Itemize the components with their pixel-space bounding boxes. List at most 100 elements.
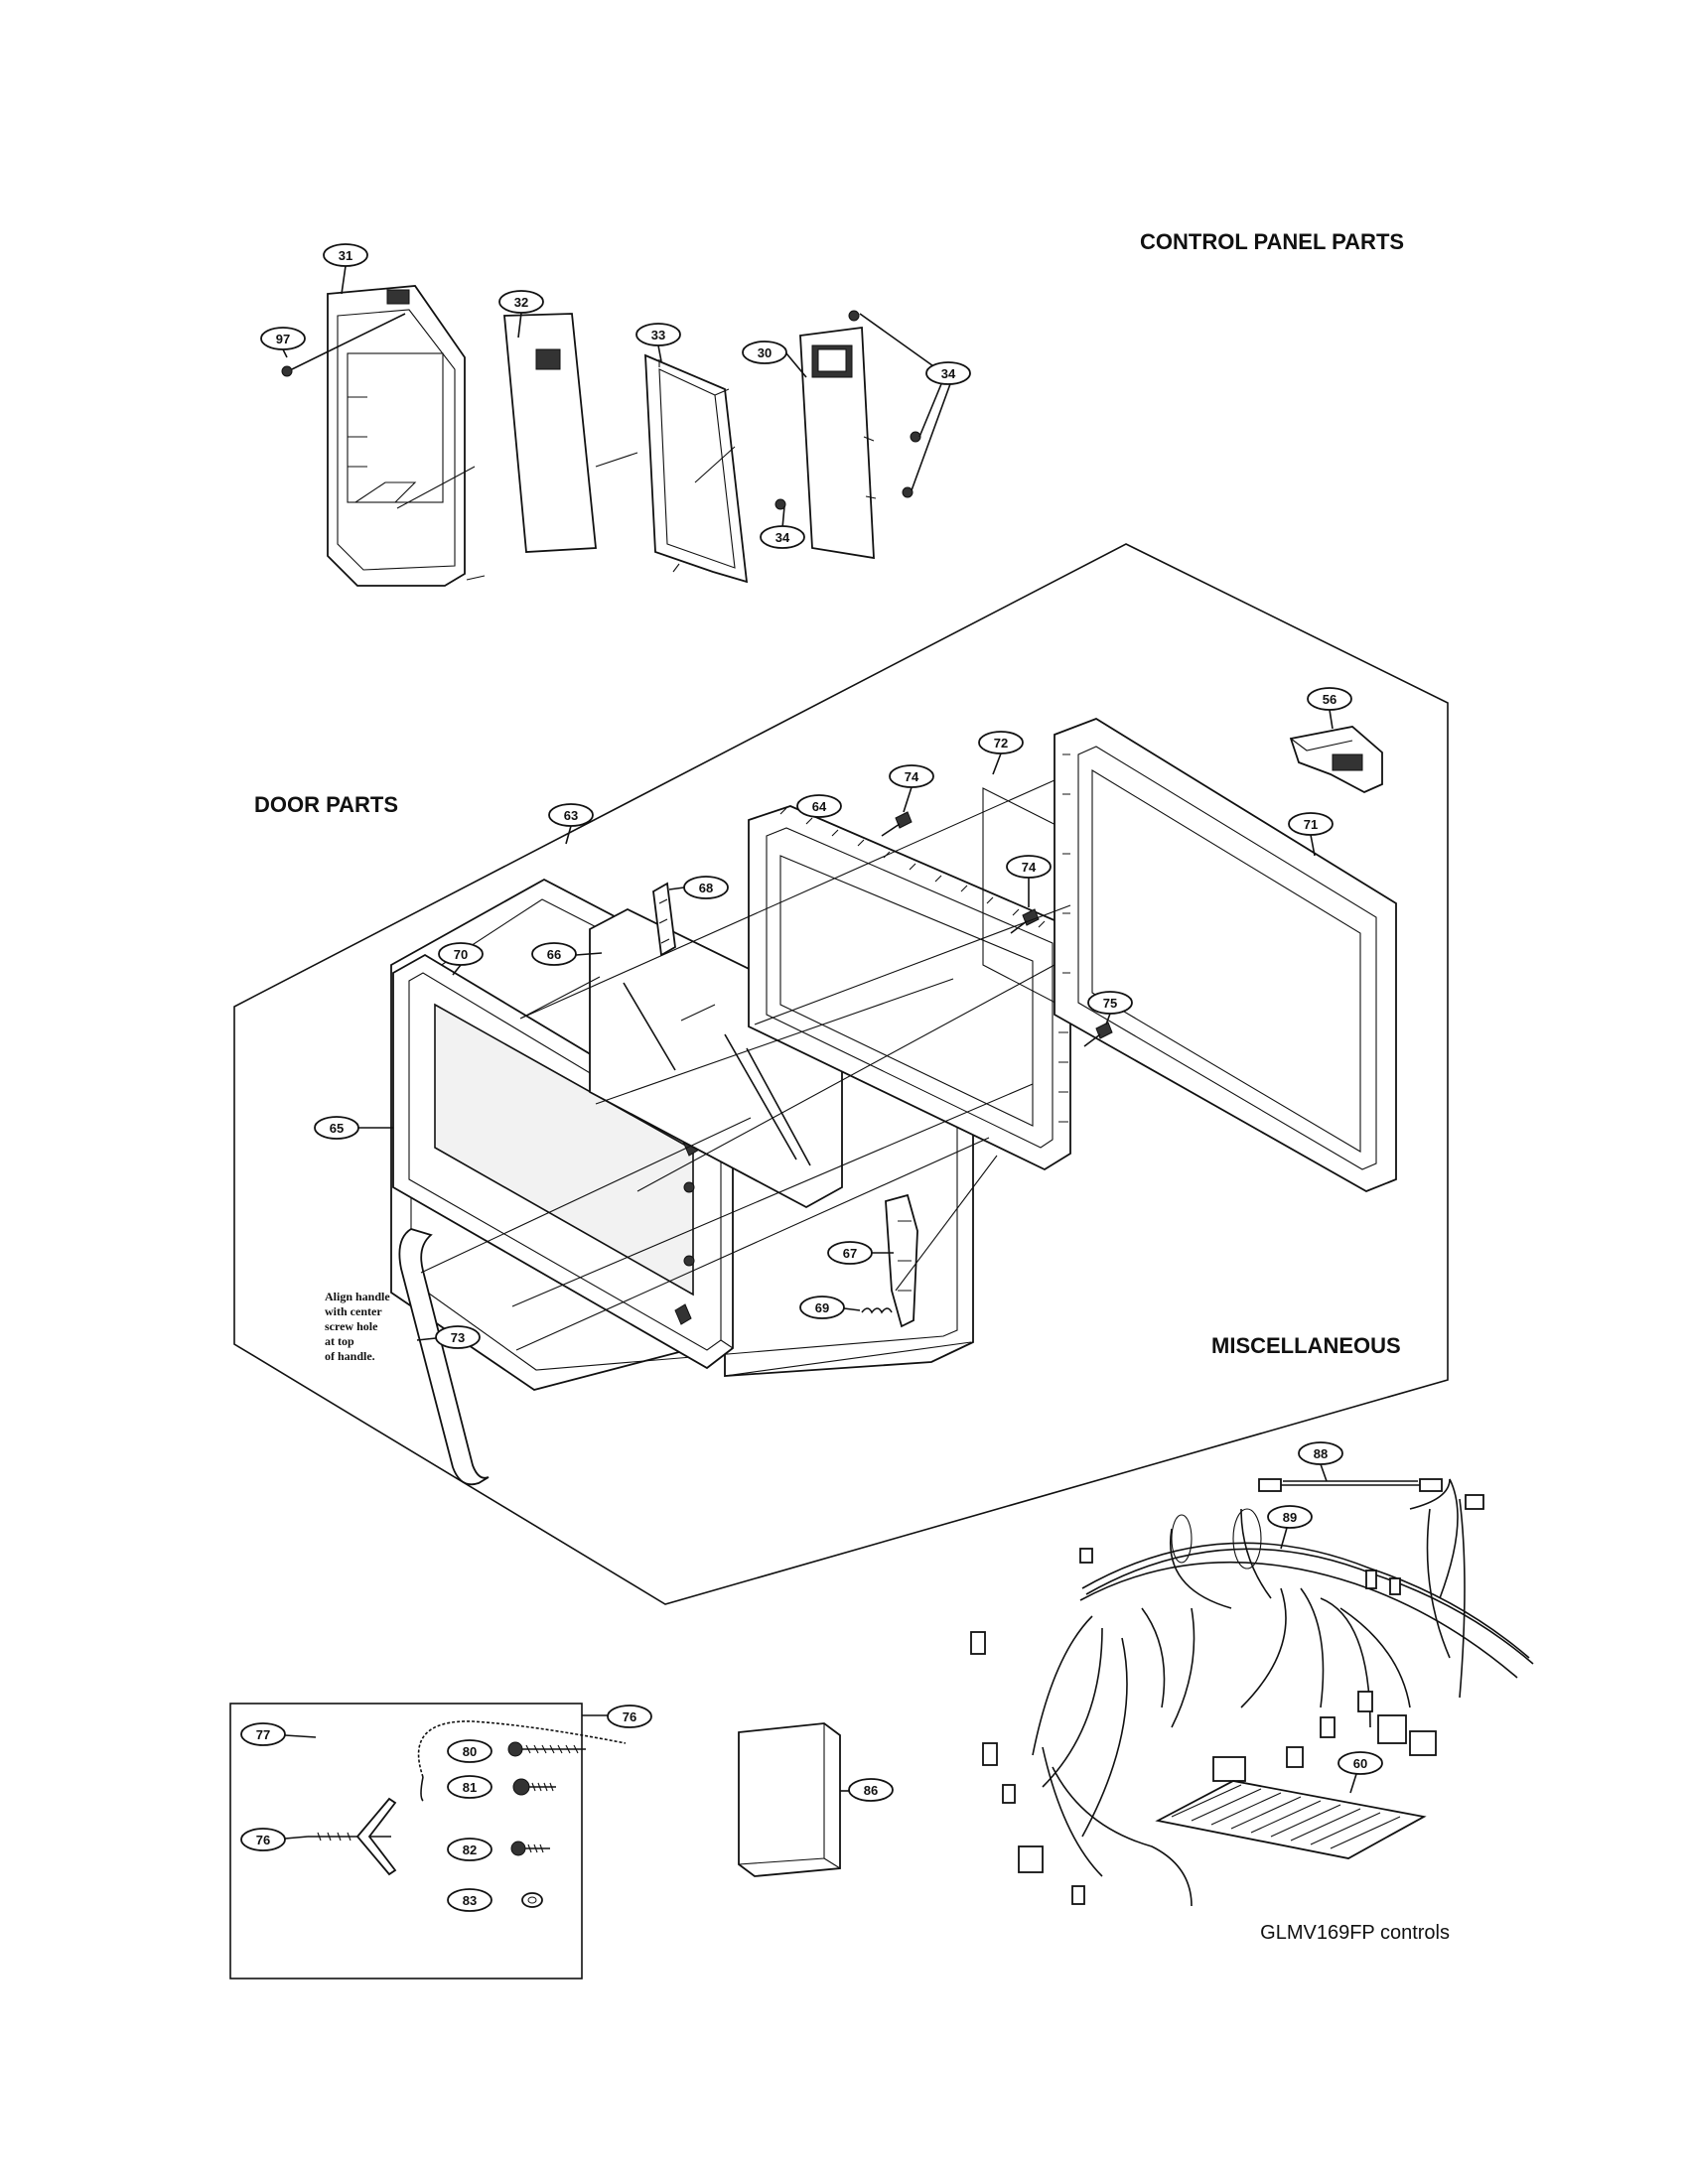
door-hinge-67 (885, 1193, 918, 1328)
control-panel-parts-heading: CONTROL PANEL PARTS (1140, 229, 1404, 254)
svg-text:76: 76 (256, 1833, 270, 1847)
svg-text:74: 74 (1022, 860, 1037, 875)
washer-83 (521, 1892, 543, 1908)
model-caption: GLMV169FP controls (1260, 1922, 1450, 1944)
door-handle-73 (398, 1228, 490, 1486)
callout-34-lower: 34 (760, 525, 805, 549)
svg-text:34: 34 (941, 366, 956, 381)
callout-69: 69 (799, 1296, 861, 1319)
screw-74-upper (881, 811, 913, 837)
svg-text:74: 74 (905, 769, 919, 784)
callout-89: 89 (1267, 1505, 1313, 1550)
svg-text:63: 63 (564, 808, 578, 823)
callout-66: 66 (531, 942, 603, 966)
svg-text:31: 31 (339, 248, 352, 263)
outer-door-panel-70 (392, 953, 734, 1370)
svg-text:30: 30 (758, 345, 772, 360)
callout-67: 67 (827, 1241, 894, 1265)
bolt-80 (507, 1741, 586, 1757)
callout-60: 60 (1337, 1751, 1383, 1794)
svg-text:89: 89 (1283, 1510, 1297, 1525)
callout-30: 30 (742, 341, 807, 378)
callout-83: 83 (447, 1888, 492, 1912)
svg-text:Align handle: Align handle (325, 1290, 390, 1303)
screw-75 (1083, 1022, 1113, 1047)
svg-text:83: 83 (463, 1893, 477, 1908)
callout-76-kit: 76 (582, 1705, 652, 1728)
svg-text:60: 60 (1353, 1756, 1367, 1771)
callout-71: 71 (1288, 812, 1334, 857)
owners-manual-86 (738, 1722, 841, 1877)
clip-77 (417, 1720, 627, 1802)
door-spring-69 (861, 1307, 893, 1314)
callout-74-lower: 74 (1006, 855, 1052, 907)
svg-text:81: 81 (463, 1780, 477, 1795)
door-choke-frame-71 (1054, 718, 1397, 1192)
svg-text:screw hole: screw hole (325, 1319, 378, 1333)
callout-68: 68 (668, 876, 729, 899)
miscellaneous-heading: MISCELLANEOUS (1211, 1333, 1401, 1358)
door-parts-heading: DOOR PARTS (254, 792, 398, 817)
choke-strip-68 (652, 882, 676, 957)
svg-text:at top: at top (325, 1334, 354, 1348)
screw-82 (510, 1841, 550, 1856)
svg-text:86: 86 (864, 1783, 878, 1798)
control-board-30 (799, 326, 877, 560)
screws-34 (774, 310, 952, 529)
callout-77: 77 (240, 1722, 317, 1746)
wire-lead-88 (1258, 1478, 1443, 1492)
callout-32: 32 (498, 290, 544, 339)
callout-34-right: 34 (925, 361, 971, 385)
screw-81 (512, 1778, 556, 1796)
svg-text:75: 75 (1103, 996, 1117, 1011)
callout-74-upper: 74 (889, 764, 934, 813)
svg-text:77: 77 (256, 1727, 270, 1742)
callout-86: 86 (840, 1778, 894, 1802)
svg-text:68: 68 (699, 881, 713, 895)
inner-door-frame-64 (748, 805, 1071, 1171)
callout-63: 63 (548, 803, 594, 845)
callout-81: 81 (447, 1775, 492, 1799)
hardware-kit-76-box (229, 1703, 583, 1979)
control-panel-membrane-32 (503, 313, 597, 553)
svg-text:70: 70 (454, 947, 468, 962)
door-alignment-lines (420, 779, 1071, 1351)
door-latch-56 (1289, 726, 1383, 794)
callout-31: 31 (323, 243, 368, 295)
svg-text:66: 66 (547, 947, 561, 962)
callout-82: 82 (447, 1838, 492, 1861)
wire-harness-89 (970, 1478, 1534, 1907)
svg-text:of handle.: of handle. (325, 1349, 375, 1363)
callout-73: 73 (416, 1325, 481, 1349)
callout-70: 70 (438, 942, 484, 976)
svg-text:72: 72 (994, 736, 1008, 751)
svg-text:56: 56 (1323, 692, 1336, 707)
svg-text:82: 82 (463, 1843, 477, 1857)
callout-88: 88 (1298, 1441, 1343, 1482)
svg-text:64: 64 (812, 799, 827, 814)
svg-text:with center: with center (325, 1304, 382, 1318)
svg-text:73: 73 (451, 1330, 465, 1345)
callout-75: 75 (1087, 991, 1133, 1025)
toggle-bolt-76 (308, 1797, 397, 1876)
callout-33: 33 (635, 323, 681, 362)
svg-text:32: 32 (514, 295, 528, 310)
svg-text:33: 33 (651, 328, 665, 342)
svg-text:97: 97 (276, 332, 290, 346)
svg-text:67: 67 (843, 1246, 857, 1261)
control-panel-alignment-lines (396, 452, 638, 581)
callout-65: 65 (314, 1116, 393, 1140)
svg-text:34: 34 (775, 530, 790, 545)
svg-text:88: 88 (1314, 1446, 1328, 1461)
callout-56: 56 (1307, 687, 1352, 730)
callout-64: 64 (796, 794, 842, 818)
callout-76-toggle: 76 (240, 1828, 309, 1851)
control-panel-frame-31 (327, 285, 466, 587)
control-panel-bracket-33 (644, 353, 749, 584)
handle-alignment-note: Align handle with center screw hole at t… (325, 1290, 390, 1363)
svg-text:80: 80 (463, 1744, 477, 1759)
svg-text:69: 69 (815, 1300, 829, 1315)
svg-text:76: 76 (623, 1709, 636, 1724)
